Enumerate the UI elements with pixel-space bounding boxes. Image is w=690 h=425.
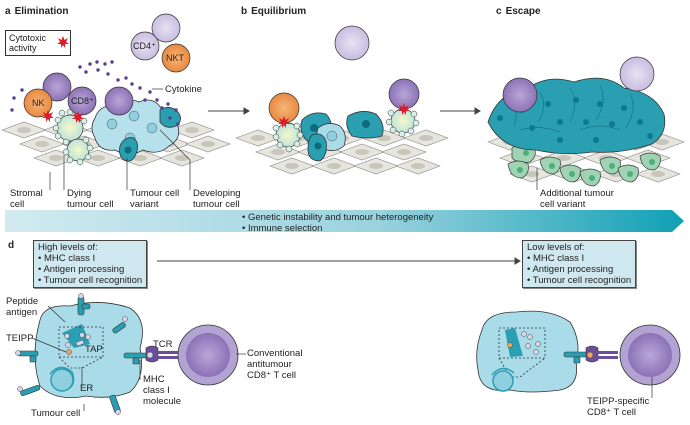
tumour-cell-left [34, 302, 143, 399]
box-item: • MHC class I [38, 253, 96, 264]
legend-box: Cytotoxic activity [5, 30, 71, 56]
legend-text-2: activity [9, 43, 37, 53]
band-item: • Genetic instability and tumour heterog… [242, 212, 434, 223]
starburst-icon [57, 36, 69, 48]
tumour-cell-label: Tumour cell [31, 408, 81, 419]
mhc-loss-arrow [157, 257, 521, 265]
nk-cell [23, 88, 53, 118]
box-item: • Antigen processing [38, 264, 125, 275]
nk-label: NK [32, 98, 45, 108]
low-levels-box: Low levels of: • MHC class I • Antigen p… [522, 240, 637, 288]
tcr-right [585, 345, 618, 363]
panel-b-letter: b [241, 6, 248, 17]
panel-a-name: Elimination [14, 6, 69, 17]
mhc-molecules [17, 296, 151, 414]
lymphocytes-a [23, 13, 191, 123]
box-item: • Tumour cell recognition [38, 275, 143, 286]
lymphocyte [104, 86, 134, 116]
legend-text-1: Cytotoxic [9, 33, 47, 43]
progression-band [5, 210, 684, 232]
cytokine-dots [10, 60, 180, 126]
tumour-cell-right [476, 310, 591, 393]
box-item: • Tumour cell recognition [527, 275, 632, 286]
box-item: • Antigen processing [527, 264, 614, 275]
cd4-cell [130, 31, 160, 61]
high-levels-box: High levels of: • MHC class I • Antigen … [33, 240, 148, 288]
cd4-label: CD4⁺ [133, 41, 156, 51]
er-label: ER [80, 383, 94, 394]
panel-a-letter: a [5, 6, 11, 17]
panel-c-name: Escape [505, 6, 541, 17]
lymphocyte [42, 72, 72, 102]
phase-arrows [208, 107, 481, 115]
tumour-cells-b [300, 111, 384, 162]
box-item: • MHC class I [527, 253, 585, 264]
lymphocytes-c [502, 56, 655, 113]
band-item: • Immune selection [242, 223, 323, 234]
panel-d-letter: d [8, 240, 15, 251]
panel-b-name: Equilibrium [251, 6, 307, 17]
dying-cells-b [272, 108, 420, 153]
nkt-cell [161, 43, 191, 73]
lymphocyte-light [151, 13, 181, 43]
cd8-label: CD8⁺ [71, 96, 94, 106]
cytokine-label: Cytokine [165, 84, 202, 95]
tap-label: TAP [85, 344, 103, 355]
band-text: • Genetic instability and tumour heterog… [242, 212, 433, 234]
lymphocytes-b [268, 25, 420, 128]
callout-lines-a [49, 129, 191, 190]
panel-c-letter: c [496, 6, 502, 17]
nkt-label: NKT [166, 53, 184, 63]
tcr-left [145, 345, 178, 363]
tcr-label: TCR [153, 339, 173, 350]
teipp-label: TEIPP [6, 333, 34, 344]
